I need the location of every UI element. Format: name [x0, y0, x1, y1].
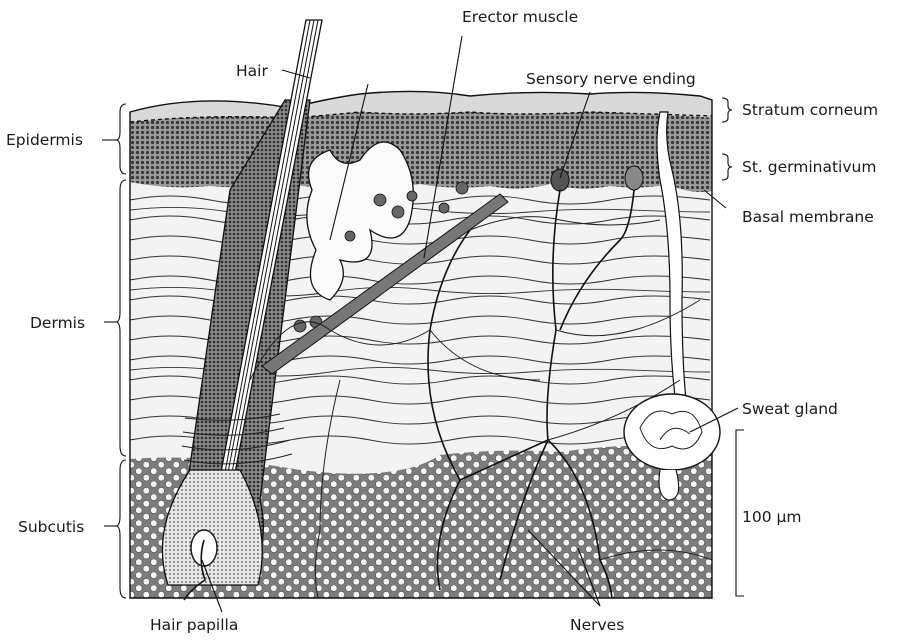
label-nerves: Nerves	[570, 616, 624, 634]
label-stratum-corneum: Stratum corneum	[742, 101, 878, 119]
sensory-nerve-capsule	[551, 169, 569, 191]
label-basal-membrane: Basal membrane	[742, 208, 874, 226]
hair-papilla-shape	[191, 530, 217, 566]
label-dermis: Dermis	[30, 314, 85, 332]
label-hair: Hair	[236, 62, 268, 80]
label-epidermis: Epidermis	[6, 131, 83, 149]
sensory-nerve-capsule-2	[625, 166, 643, 190]
label-scale-bar: 100 μm	[742, 508, 801, 526]
label-hair-papilla: Hair papilla	[150, 616, 238, 634]
sweat-gland-lower-duct	[659, 470, 679, 500]
st-germinativum-brace	[722, 154, 732, 180]
epidermis-brace	[116, 104, 126, 174]
label-erector-muscle: Erector muscle	[462, 8, 578, 26]
dermis-brace	[116, 180, 126, 456]
label-sweat-gland: Sweat gland	[742, 400, 838, 418]
label-sensory-nerve-ending: Sensory nerve ending	[526, 70, 696, 88]
label-subcutis: Subcutis	[18, 518, 84, 536]
stratum-corneum-brace	[722, 98, 732, 122]
layer-braces	[116, 104, 126, 598]
sweat-gland-coil	[624, 394, 720, 470]
subcutis-brace	[116, 460, 126, 598]
label-st-germinativum: St. germinativum	[742, 158, 876, 176]
